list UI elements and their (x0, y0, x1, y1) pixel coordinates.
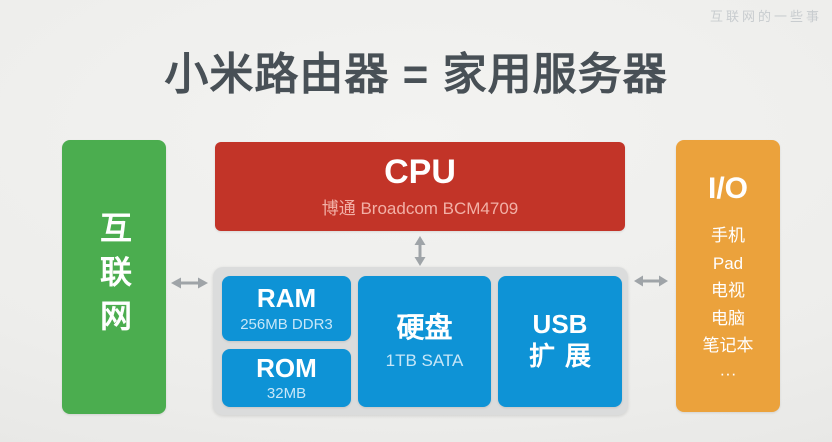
usb-title: USB (532, 309, 588, 340)
node-ram: RAM 256MB DDR3 (222, 276, 351, 341)
io-device-item: 电视 (711, 281, 745, 300)
disk-subtitle: 1TB SATA (385, 350, 464, 370)
io-device-item: 电脑 (711, 308, 745, 328)
internet-label: 互联网 (96, 211, 132, 343)
node-cpu: CPU 博通 Broadcom BCM4709 (215, 142, 625, 231)
rom-title: ROM (256, 352, 317, 383)
cpu-board-arrow-icon (414, 236, 426, 266)
rom-subtitle: 32MB (266, 385, 307, 403)
node-usb: USB 扩展 (498, 276, 622, 407)
disk-title: 硬盘 (396, 312, 453, 344)
io-device-item: ··· (719, 363, 737, 383)
page-title: 小米路由器 = 家用服务器 (164, 50, 668, 99)
cpu-title: CPU (384, 152, 456, 191)
node-rom: ROM 32MB (222, 349, 351, 407)
io-device-item: 笔记本 (702, 336, 754, 355)
usb-subtitle: 扩展 (528, 341, 601, 372)
watermark: 互联网的一些事 (709, 9, 822, 24)
node-internet: 互联网 (62, 140, 166, 414)
board-io-arrow-icon (634, 275, 668, 287)
io-title: I/O (707, 172, 748, 205)
internet-board-arrow-icon (171, 277, 208, 289)
node-io: I/O 手机 Pad 电视 电脑 笔记本 ··· (676, 140, 780, 412)
io-device-item: Pad (712, 253, 744, 273)
node-disk: 硬盘 1TB SATA (358, 276, 491, 407)
cpu-subtitle: 博通 Broadcom BCM4709 (321, 199, 519, 219)
io-device-list: 手机 Pad 电视 电脑 笔记本 ··· (703, 222, 754, 387)
io-device-item: 手机 (711, 226, 745, 245)
ram-subtitle: 256MB DDR3 (240, 315, 333, 333)
ram-title: RAM (256, 283, 317, 314)
